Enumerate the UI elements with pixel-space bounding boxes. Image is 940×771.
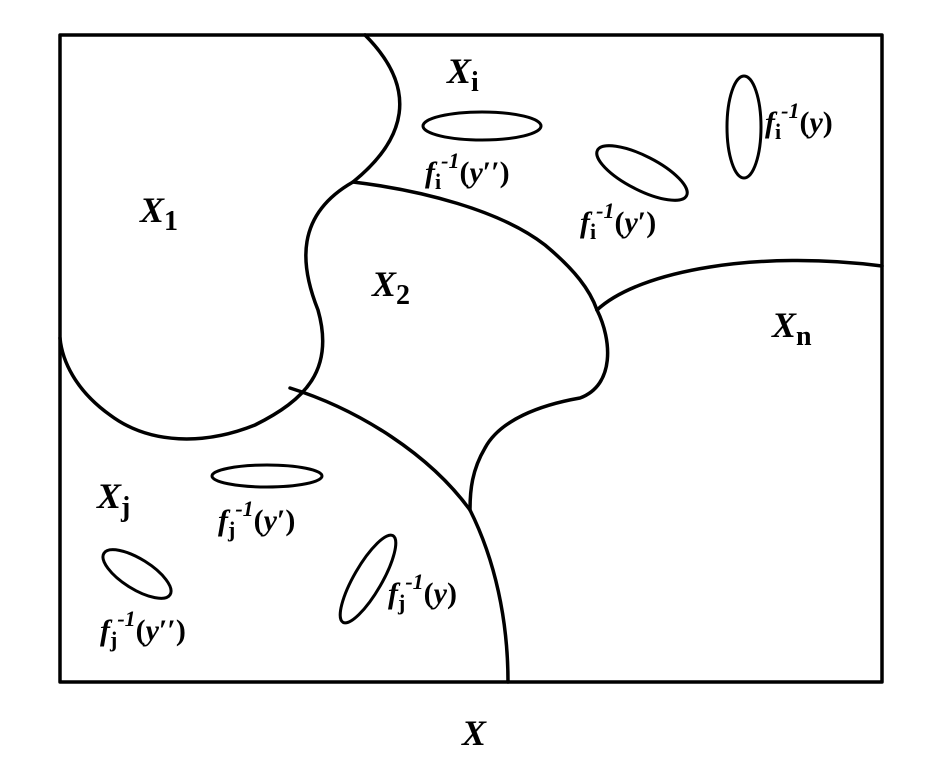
region-label-xj: Xj (96, 476, 130, 523)
region-label-xn: Xn (771, 305, 812, 352)
region-boundary-xn-top (595, 258, 884, 312)
set-label-x: X (461, 713, 487, 753)
region-label-x1: X1 (139, 190, 178, 237)
preimage-label-fj-y: fj-1(y) (388, 569, 457, 615)
preimage-label-fj-yp: fj-1(y′) (218, 496, 295, 542)
preimage-ellipse-fi-y (725, 74, 763, 180)
region-boundary-xi-x2 (351, 180, 599, 312)
set-frame (58, 33, 884, 684)
preimage-ellipse-fj-yp (210, 463, 324, 489)
preimage-label-fi-yp: fi-1(y′) (580, 198, 656, 244)
preimage-ellipse-fj-ypp (101, 548, 173, 600)
preimage-ellipse-fj-y (338, 533, 398, 625)
region-label-x2: X2 (371, 264, 410, 311)
region-boundary-x2-xj (288, 386, 510, 684)
preimage-ellipse-fi-yp (595, 144, 689, 202)
preimage-label-fi-ypp: fi-1(y′′) (425, 148, 510, 194)
region-boundary-x1 (58, 33, 402, 441)
preimage-ellipse-fi-ypp (421, 110, 543, 142)
preimage-label-fj-ypp: fj-1(y′′) (100, 606, 186, 652)
region-boundary-x2-xn (468, 308, 610, 512)
region-label-xi: Xi (446, 51, 479, 98)
preimage-label-fi-y: fi-1(y) (765, 98, 833, 144)
